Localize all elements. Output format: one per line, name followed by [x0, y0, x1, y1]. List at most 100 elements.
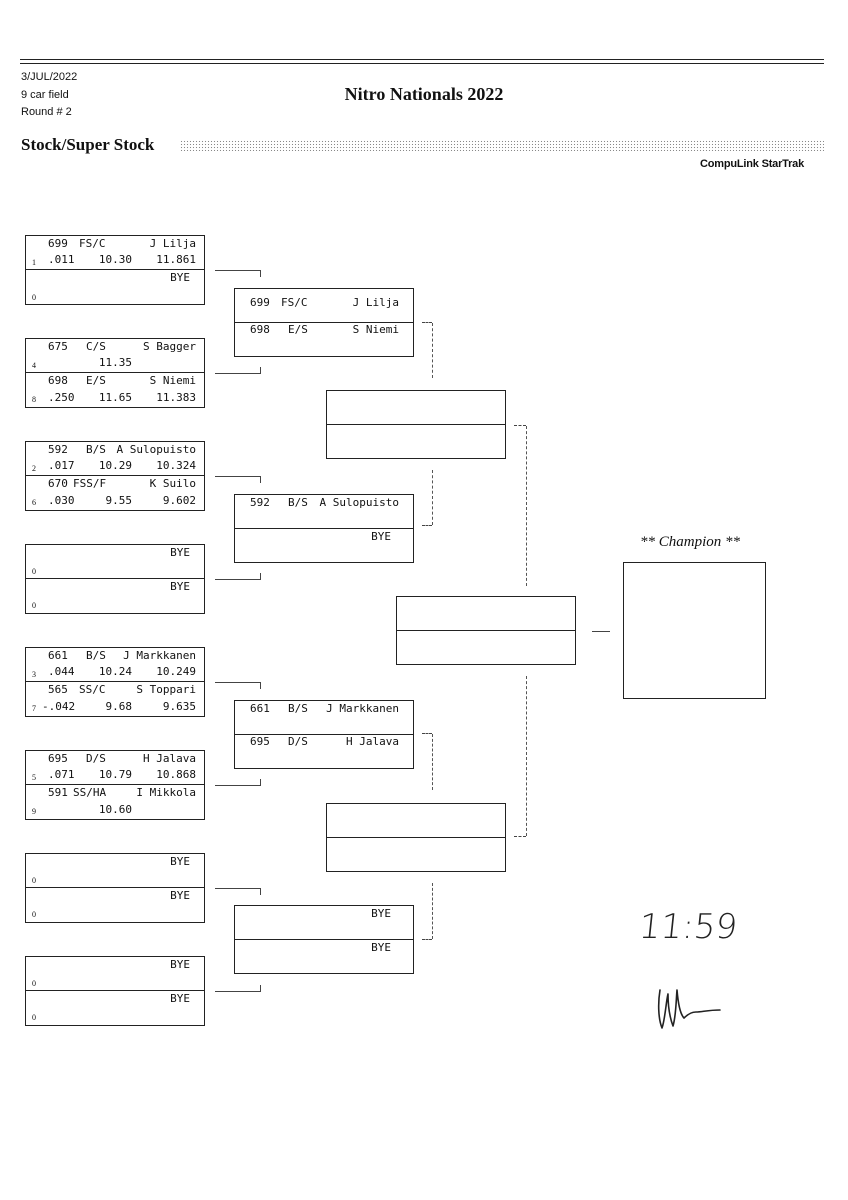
car-class: B/S — [86, 649, 106, 662]
bracket-connector — [432, 734, 433, 790]
car-class: E/S — [288, 323, 308, 336]
pair-divider — [235, 528, 413, 529]
lane-number: 0 — [32, 1013, 36, 1022]
car-class: SS/C — [79, 683, 106, 696]
dial-in: 9.68 — [105, 700, 133, 713]
reaction-time: .071 — [48, 768, 75, 781]
car-class: FS/C — [79, 237, 106, 250]
bracket-connector — [432, 470, 433, 525]
driver-name: A Sulopuisto — [116, 443, 196, 456]
driver-name: BYE — [170, 271, 190, 284]
bracket-connector — [592, 631, 610, 632]
car-number: 698 — [250, 323, 270, 336]
driver-name: J Markkanen — [123, 649, 196, 662]
car-class: D/S — [86, 752, 106, 765]
car-number: 591 — [48, 786, 68, 799]
bracket-connector — [215, 682, 261, 689]
lane-number: 0 — [32, 979, 36, 988]
car-class: B/S — [86, 443, 106, 456]
bracket-connector — [215, 779, 261, 786]
car-number: 695 — [250, 735, 270, 748]
header-rule-top — [20, 59, 824, 60]
event-date: 3/JUL/2022 — [21, 71, 78, 83]
car-class: FSS/F — [73, 477, 107, 490]
pair-divider — [26, 372, 204, 373]
lane-number: 1 — [32, 258, 36, 267]
reaction-time: .250 — [48, 391, 75, 404]
driver-name: BYE — [170, 546, 190, 559]
champion-label: ** Champion ** — [639, 534, 740, 550]
bracket-connector — [526, 676, 527, 836]
driver-name: BYE — [170, 992, 190, 1005]
car-number: 661 — [48, 649, 68, 662]
driver-name: BYE — [371, 530, 391, 543]
bracket-connector — [514, 836, 526, 837]
bracket-connector — [514, 425, 526, 426]
car-class: SS/HA — [73, 786, 107, 799]
bracket-connector — [215, 476, 261, 483]
round1-pair-1: 699 FS/C J Lilja 1 .011 10.30 11.861 BYE… — [25, 235, 205, 305]
header-rule-bottom — [20, 63, 824, 64]
round1-pair-4: BYE 0 BYE 0 — [25, 544, 205, 614]
car-class: D/S — [288, 735, 308, 748]
lane-number: 0 — [32, 567, 36, 576]
car-number: 670 — [48, 477, 68, 490]
driver-name: S Niemi — [352, 323, 399, 336]
reaction-time: -.042 — [42, 700, 76, 713]
class-title-dot-leader — [180, 140, 824, 151]
pair-divider — [327, 424, 505, 425]
dial-in: 11.35 — [98, 356, 132, 369]
dial-in: 10.29 — [98, 459, 132, 472]
round1-pair-8: BYE 0 BYE 0 — [25, 956, 205, 1026]
dial-in: 10.60 — [98, 803, 132, 816]
driver-name: BYE — [170, 580, 190, 593]
car-class: B/S — [288, 496, 308, 509]
event-title: Nitro Nationals 2022 — [344, 84, 504, 104]
lane-number: 0 — [32, 293, 36, 302]
field-size: 9 car field — [21, 89, 69, 101]
car-number: 675 — [48, 340, 68, 353]
driver-name: A Sulopuisto — [319, 496, 399, 509]
pair-divider — [26, 990, 204, 991]
car-number: 695 — [48, 752, 68, 765]
dial-in: 11.65 — [98, 391, 132, 404]
round-number: Round # 2 — [21, 106, 72, 118]
lane-number: 2 — [32, 464, 36, 473]
round1-pair-7: BYE 0 BYE 0 — [25, 853, 205, 923]
pair-divider — [26, 681, 204, 682]
bracket-connector — [422, 733, 432, 734]
lane-number: 4 — [32, 361, 36, 370]
pair-divider — [26, 475, 204, 476]
driver-name: S Toppari — [136, 683, 196, 696]
car-class: B/S — [288, 702, 308, 715]
reaction-time: .030 — [48, 494, 75, 507]
driver-name: BYE — [170, 958, 190, 971]
pair-divider — [26, 887, 204, 888]
lane-number: 5 — [32, 773, 36, 782]
car-number: 699 — [250, 296, 270, 309]
driver-name: I Mikkola — [136, 786, 196, 799]
handwritten-time: 11:59 — [637, 907, 739, 947]
driver-name: BYE — [371, 941, 391, 954]
pair-divider — [235, 734, 413, 735]
driver-name: K Suilo — [149, 477, 196, 490]
final-pair — [396, 596, 576, 665]
bracket-connector — [215, 573, 261, 580]
lane-number: 0 — [32, 876, 36, 885]
lane-number: 3 — [32, 670, 36, 679]
lane-number: 7 — [32, 704, 36, 713]
driver-name: BYE — [170, 889, 190, 902]
round2-pair-1: 699 FS/C J Lilja 698 E/S S Niemi — [234, 288, 414, 357]
car-number: 661 — [250, 702, 270, 715]
elapsed-time: 10.324 — [156, 459, 196, 472]
bracket-connector — [422, 525, 432, 526]
driver-name: H Jalava — [143, 752, 196, 765]
round3-pair-2 — [326, 803, 506, 872]
reaction-time: .044 — [48, 665, 75, 678]
champion-box — [623, 562, 766, 699]
dial-in: 10.79 — [98, 768, 132, 781]
dial-in: 9.55 — [105, 494, 133, 507]
lane-number: 0 — [32, 601, 36, 610]
elapsed-time: 10.868 — [156, 768, 196, 781]
handwritten-time-text: 11:59 — [637, 907, 739, 947]
